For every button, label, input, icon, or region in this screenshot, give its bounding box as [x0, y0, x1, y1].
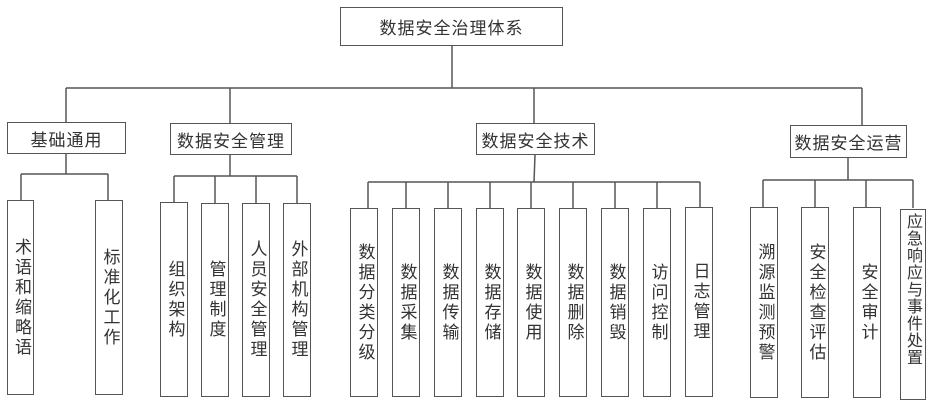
- leaf-node: 溯源监测预警: [750, 207, 778, 398]
- leaf-label: 术语和缩略语: [11, 237, 31, 358]
- category-label: 数据安全运营: [794, 134, 903, 154]
- category-label: 基础通用: [30, 130, 103, 151]
- leaf-node: 外部机构管理: [283, 203, 311, 397]
- leaf-node: 人员安全管理: [242, 203, 270, 397]
- leaf-node: 安全检查评估: [801, 207, 829, 398]
- leaf-node: 日志管理: [685, 207, 713, 397]
- category-node-basic: 基础通用: [7, 122, 126, 154]
- leaf-node: 数据删除: [559, 208, 587, 397]
- leaf-label: 数据传输: [438, 262, 459, 343]
- leaf-label: 人员安全管理: [246, 240, 267, 360]
- leaf-node: 术语和缩略语: [7, 200, 34, 395]
- leaf-label: 数据使用: [521, 262, 542, 343]
- category-node-operations: 数据安全运营: [790, 125, 907, 158]
- leaf-label: 访问控制: [647, 262, 668, 343]
- leaf-node: 数据传输: [434, 208, 462, 397]
- leaf-label: 数据采集: [396, 262, 417, 343]
- leaf-label: 组织架构: [164, 259, 185, 340]
- leaf-label: 日志管理: [689, 262, 710, 342]
- leaf-node: 数据分类分级: [350, 208, 378, 397]
- category-node-management: 数据安全管理: [170, 123, 292, 155]
- leaf-node: 数据采集: [392, 208, 420, 397]
- category-trunk-line: [533, 154, 536, 183]
- leaf-label: 数据销毁: [605, 262, 626, 343]
- category-node-technology: 数据安全技术: [476, 123, 595, 155]
- leaf-node: 管理制度: [201, 203, 229, 397]
- leaf-node: 标准化工作: [95, 200, 123, 395]
- leaf-label: 数据存储: [480, 262, 501, 343]
- leaf-label: 应急响应与事件处置: [904, 213, 923, 366]
- leaf-node: 数据使用: [517, 208, 545, 397]
- leaf-node: 组织架构: [160, 202, 188, 397]
- leaf-label: 安全审计: [857, 262, 878, 343]
- leaf-node: 安全审计: [853, 207, 881, 398]
- leaf-label: 安全检查评估: [805, 242, 826, 363]
- leaf-label: 管理制度: [205, 260, 226, 340]
- leaf-node: 数据存储: [476, 208, 504, 397]
- leaf-node: 访问控制: [643, 208, 671, 397]
- leaf-label: 标准化工作: [99, 247, 120, 348]
- leaf-node: 数据销毁: [601, 208, 629, 397]
- root-node: 数据安全治理体系: [340, 7, 563, 46]
- leaf-label: 数据分类分级: [354, 242, 375, 363]
- leaf-node: 应急响应与事件处置: [900, 209, 926, 400]
- leaf-label: 溯源监测预警: [754, 242, 775, 363]
- leaf-label: 外部机构管理: [287, 240, 308, 360]
- category-label: 数据安全管理: [177, 131, 285, 152]
- category-label: 数据安全技术: [481, 131, 590, 152]
- leaf-label: 数据删除: [563, 262, 584, 343]
- root-node-label: 数据安全治理体系: [379, 19, 524, 39]
